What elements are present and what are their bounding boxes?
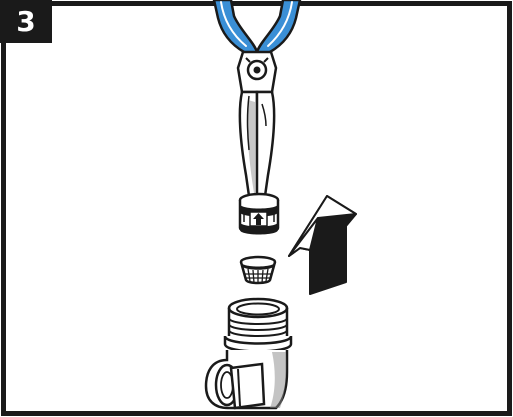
mesh-screen-icon <box>241 257 275 283</box>
needle-nose-pliers-icon <box>214 0 300 210</box>
pliers-jaw-right <box>257 92 274 210</box>
spout-elbow-icon <box>206 299 291 408</box>
pliers-handle-left <box>214 0 257 56</box>
pliers-handle-right <box>257 0 300 56</box>
step-badge: 3 <box>0 0 52 43</box>
step-number: 3 <box>16 8 35 36</box>
aerator-cartridge-icon <box>240 194 278 235</box>
up-arrow-icon <box>289 196 356 294</box>
